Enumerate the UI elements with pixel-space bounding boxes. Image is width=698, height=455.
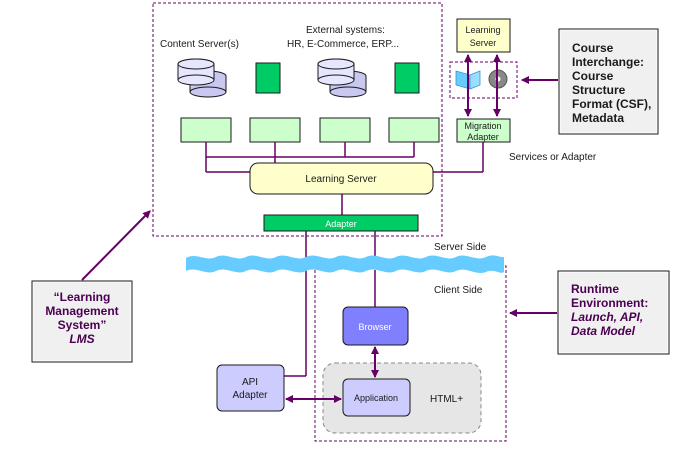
migration-adapter-label-1: Migration: [464, 121, 501, 131]
learning-server-top-box: [456, 18, 511, 53]
lms-callout: [31, 280, 133, 363]
course-interchange-line-6: Metadata: [572, 111, 624, 125]
course-interchange-line-5: Format (CSF),: [572, 97, 651, 111]
network-cloud-band: [186, 255, 504, 273]
course-interchange-line-2: Interchange:: [572, 55, 644, 69]
services-or-adapter-label: Services or Adapter: [509, 152, 597, 163]
application-label: Application: [354, 393, 398, 403]
application-box: [342, 378, 411, 417]
course-interchange-line-3: Course: [572, 69, 614, 83]
runtime-line-3: Launch, API,: [571, 310, 643, 324]
learning-server-top-label-1: Learning: [465, 25, 500, 35]
html-plus-label: HTML+: [430, 394, 463, 405]
course-interchange-line-4: Structure: [572, 83, 626, 97]
external-system-box: [394, 62, 420, 94]
database-icon: [177, 58, 227, 98]
runtime-callout: [557, 270, 670, 355]
client-side-label: Client Side: [434, 285, 483, 296]
learning-server-main-box: [249, 162, 434, 195]
adapter-box: [388, 117, 440, 143]
lms-line-3: System”: [58, 318, 107, 332]
api-adapter-label-1: API: [242, 377, 258, 388]
adapter-bar: [263, 214, 419, 232]
server-boundary: [152, 2, 443, 237]
database-icon: [317, 58, 367, 98]
browser-box: [342, 306, 409, 346]
runtime-line-1: Runtime: [571, 282, 619, 296]
lms-line-4: LMS: [69, 332, 94, 346]
api-adapter-box: [216, 364, 285, 412]
server-side-label: Server Side: [434, 242, 487, 253]
lms-line-2: Management: [45, 304, 118, 318]
adapter-label: Adapter: [325, 219, 357, 229]
lms-line-1: “Learning: [54, 290, 111, 304]
learning-server-main-label: Learning Server: [305, 174, 377, 185]
adapter-box: [319, 117, 371, 143]
browser-label: Browser: [358, 322, 391, 332]
learning-server-top-label-2: Server: [470, 38, 497, 48]
migration-adapter-label-2: Adapter: [467, 132, 499, 142]
external-system-box: [255, 62, 281, 94]
adapter-box: [249, 117, 301, 143]
bus-connectors: [205, 142, 484, 215]
external-systems-label-2: HR, E-Commerce, ERP...: [287, 39, 399, 50]
runtime-line-4: Data Model: [571, 324, 636, 338]
runtime-line-2: Environment:: [571, 296, 648, 310]
adapter-down-lines: [284, 231, 376, 377]
external-systems-label-1: External systems:: [306, 25, 385, 36]
adapter-box: [180, 117, 232, 143]
course-interchange-line-1: Course: [572, 41, 614, 55]
content-servers-label: Content Server(s): [160, 39, 239, 50]
course-interchange-callout: [558, 28, 659, 135]
lms-arrow: [81, 210, 151, 281]
migration-adapter-box: [456, 118, 511, 143]
interchange-dashed-box: [449, 61, 518, 99]
api-adapter-label-2: Adapter: [232, 390, 268, 401]
